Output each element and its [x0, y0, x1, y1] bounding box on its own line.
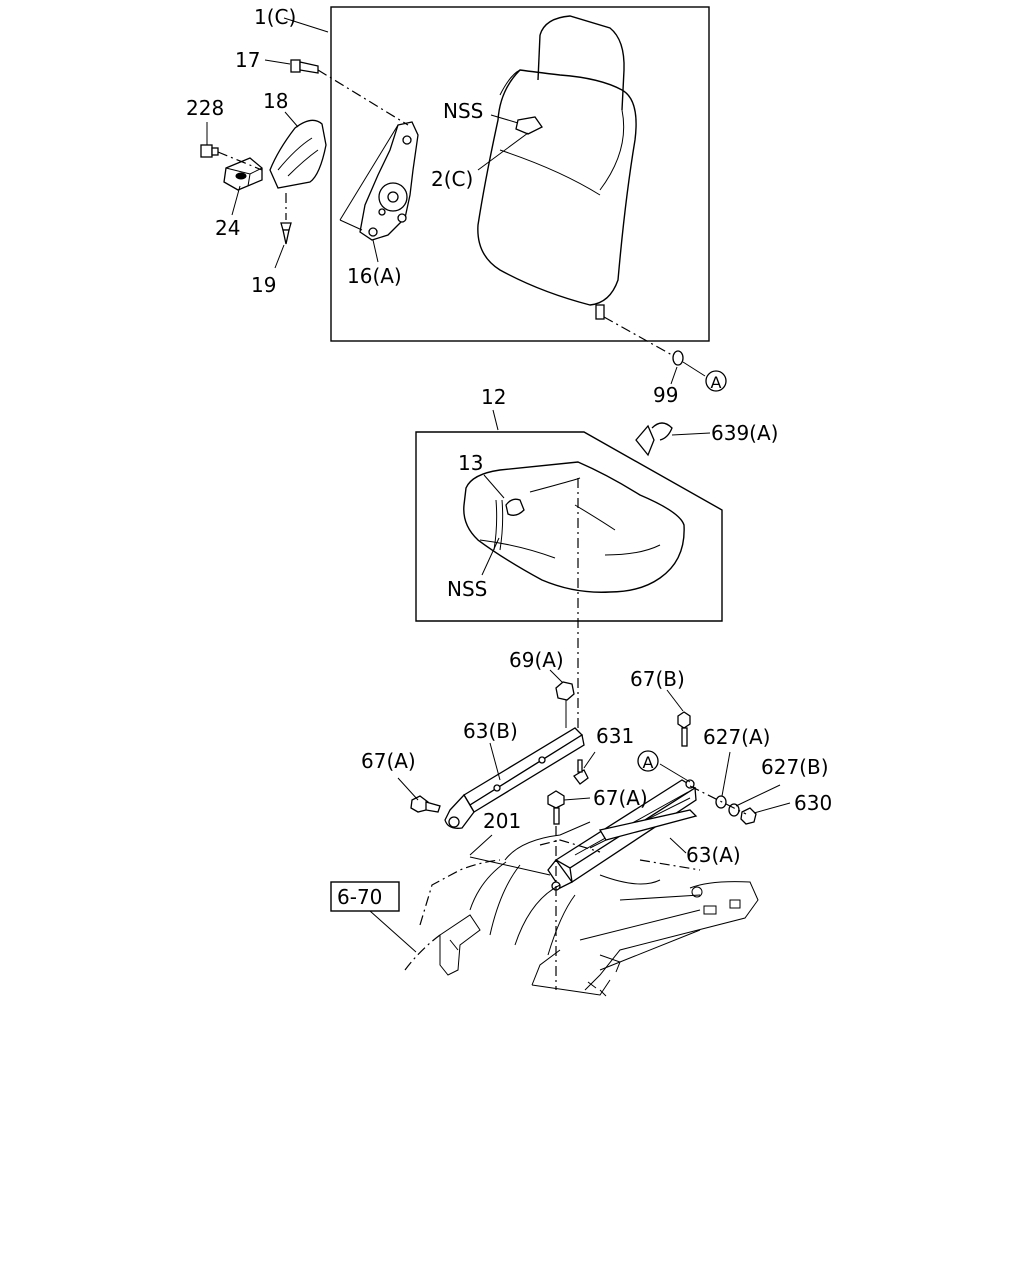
label-24: 24: [215, 216, 240, 240]
reference-circle-a-top: [705, 370, 727, 392]
seat-cushion: [463, 461, 685, 593]
bolt-67a-left: [410, 795, 441, 813]
label-69a: 69(A): [509, 648, 564, 672]
cover-18: [269, 119, 327, 189]
label-1c: 1(C): [254, 5, 296, 29]
nut-630: [740, 807, 757, 825]
label-18: 18: [263, 89, 288, 113]
label-nss-bottom: NSS: [447, 577, 487, 601]
nut-69a: [555, 681, 575, 701]
reference-box-6-70: [330, 881, 400, 912]
label-6-70: 6-70: [337, 885, 382, 909]
seat-cushion-group-box: [415, 431, 723, 622]
washer-99: [672, 350, 684, 366]
reference-circle-a-top-letter: A: [711, 373, 722, 392]
bolt-631: [573, 759, 589, 785]
recliner-mechanism: [339, 121, 419, 241]
label-627a: 627(A): [703, 725, 770, 749]
label-99: 99: [653, 383, 678, 407]
floor-panel: [404, 821, 759, 997]
label-2c: 2(C): [431, 167, 473, 191]
label-63a: 63(A): [686, 843, 741, 867]
label-201: 201: [483, 809, 521, 833]
label-16a: 16(A): [347, 264, 402, 288]
seat-rail-63b: [444, 727, 585, 829]
screw-19: [280, 222, 292, 245]
seat-back-group-box: [330, 6, 710, 342]
label-67a-left: 67(A): [361, 749, 416, 773]
label-nss-top: NSS: [443, 99, 483, 123]
bolt-67b: [677, 711, 691, 747]
bolt-17: [290, 59, 319, 74]
label-19: 19: [251, 273, 276, 297]
screw-228: [200, 144, 219, 158]
seat-rail-63a: [547, 779, 698, 891]
label-639a: 639(A): [711, 421, 778, 445]
label-631: 631: [596, 724, 634, 748]
label-67b: 67(B): [630, 667, 685, 691]
knob-24: [223, 157, 263, 191]
label-13: 13: [458, 451, 483, 475]
seat-back-clip: [515, 116, 543, 135]
reference-circle-a-mid: [637, 750, 659, 772]
label-630: 630: [794, 791, 832, 815]
bracket-639a: [635, 422, 673, 457]
bolt-67a-mid: [547, 790, 565, 825]
label-17: 17: [235, 48, 260, 72]
seat-cushion-clip: [505, 498, 525, 516]
label-627b: 627(B): [761, 755, 829, 779]
label-12: 12: [481, 385, 506, 409]
label-67a-mid: 67(A): [593, 786, 648, 810]
label-228: 228: [186, 96, 224, 120]
reference-circle-a-mid-letter: A: [643, 753, 654, 772]
seat-back-cushion: [477, 15, 637, 320]
label-63b: 63(B): [463, 719, 518, 743]
